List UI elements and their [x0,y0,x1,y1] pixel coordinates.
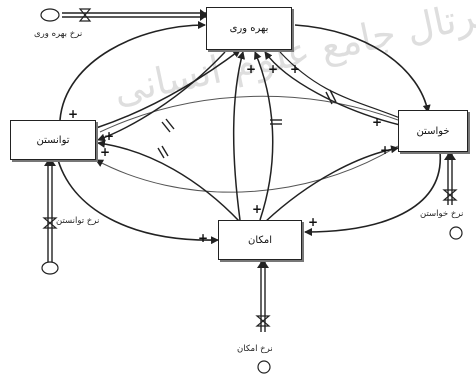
link-possibility-to-ability [97,139,241,223]
polarity-sign: + [268,62,279,76]
cloud-source-possibility-icon [257,360,271,374]
flow-label-productivity-rate: نرخ بهره وری [34,29,83,39]
valve-desire-icon [442,189,458,201]
link-productivity-to-desire-inner [279,51,401,119]
cloud-source-ability-icon [41,261,59,275]
polarity-sign: + [380,143,391,157]
link-possibility-to-productivity-b [253,51,274,221]
stock-productivity-label: بهره وری [229,23,269,34]
polarity-sign: + [246,62,257,76]
polarity-sign: + [198,231,209,245]
cloud-source-productivity-icon [40,8,60,22]
stock-desire[interactable]: خواستن [398,110,468,152]
delay-mark-2 [329,89,337,103]
delay-mark-1 [325,91,333,105]
polarity-sign: + [68,107,79,121]
link-productivity-to-ability [97,51,226,142]
link-thin-ability-to-desire [99,95,399,133]
polarity-sign: + [372,115,383,129]
valve-possibility-icon [255,315,271,327]
link-ability-to-possibility [57,159,219,245]
flow-arrowhead-possibility [257,259,269,268]
link-possibility-to-productivity-a [232,51,246,221]
flow-label-ability-rate: نرخ توانستن [56,216,100,226]
link-ability-to-productivity [59,21,206,121]
flow-label-desire-rate: نرخ خواستن [420,209,464,219]
delay-mark-4 [165,118,175,130]
link-possibility-to-desire [264,145,399,223]
polarity-sign: + [252,202,263,216]
stock-ability[interactable]: توانستن [10,120,96,160]
delay-mark-6 [161,145,169,157]
flow-arrowhead-desire [444,151,456,160]
flow-arrowhead-productivity [200,9,208,21]
stock-ability-label: توانستن [36,134,70,146]
valve-productivity-icon [78,8,92,22]
link-desire-to-productivity [264,51,401,126]
link-thin-desire-to-ability [95,145,399,193]
link-ability-to-productivity-inner [95,49,241,129]
polarity-sign: + [100,145,111,159]
polarity-sign: + [104,129,115,143]
delay-mark-3 [161,121,171,133]
valve-ability-icon [42,217,58,229]
stock-desire-label: خواستن [416,125,450,137]
link-desire-to-possibility [304,151,441,236]
stock-productivity[interactable]: بهره وری [206,7,292,50]
flow-label-possibility-rate: نرخ امکان [237,344,273,354]
link-productivity-to-desire [294,24,431,113]
polarity-sign: + [290,62,301,76]
stock-possibility[interactable]: امکان [218,220,302,260]
delay-mark-5 [157,147,165,159]
polarity-sign: + [308,215,319,229]
flow-arrowhead-ability [44,157,56,166]
stock-possibility-label: امکان [247,234,273,246]
cloud-source-desire-icon [449,226,463,240]
